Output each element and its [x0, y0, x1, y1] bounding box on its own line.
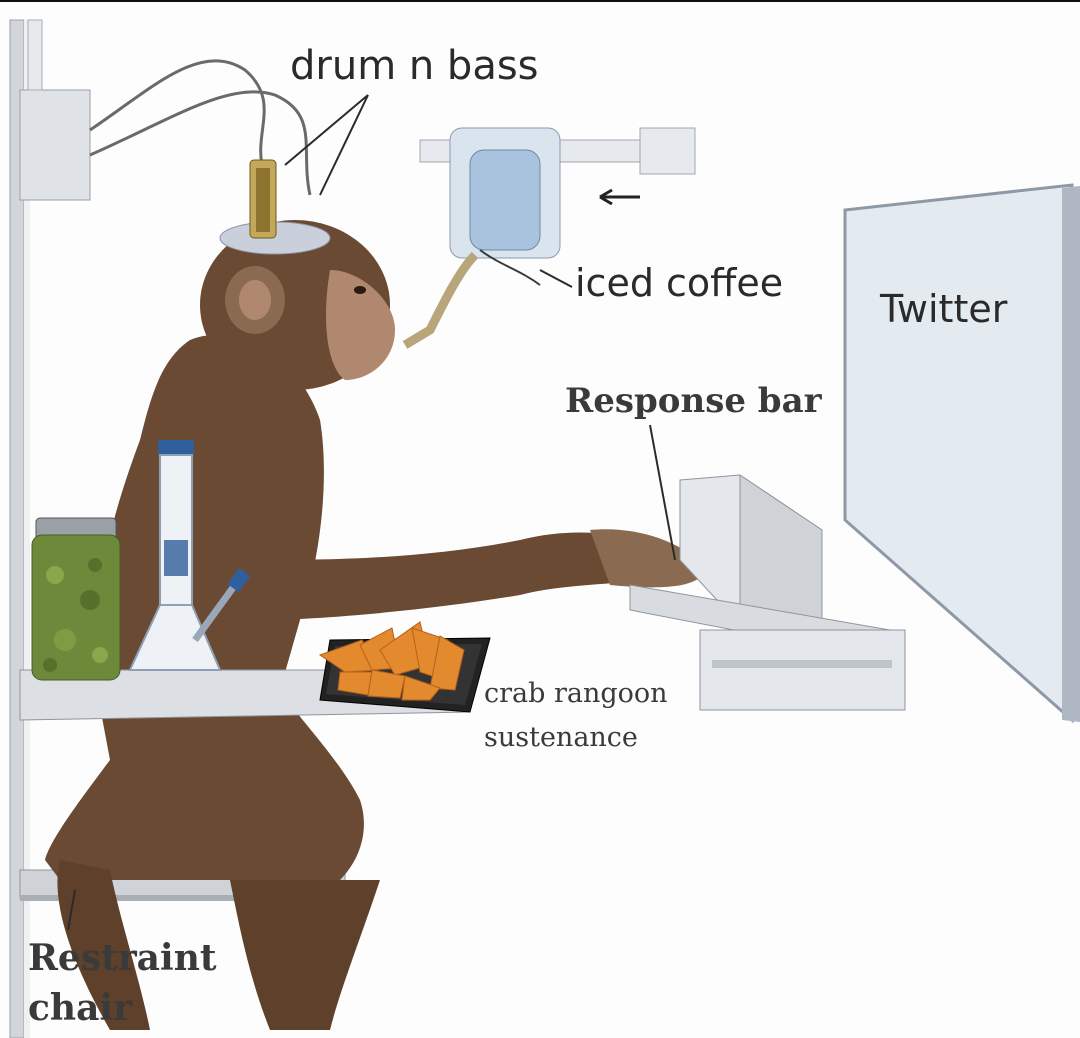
response-bar-label: Response bar [565, 381, 822, 421]
twitter-label: Twitter [880, 287, 1008, 331]
direction-arrow [599, 188, 640, 206]
twitter-screen [843, 183, 1080, 724]
monkey [45, 220, 705, 1030]
drum-n-bass-label: drum n bass [290, 43, 539, 89]
bong [128, 440, 251, 671]
restraint-label: Restraint [28, 937, 217, 979]
chair-label: chair [28, 987, 133, 1029]
response-bar-apparatus [629, 474, 906, 711]
crab-rangoon-tray [318, 621, 491, 713]
electrode-cables [89, 59, 312, 196]
weed-jar [31, 517, 121, 681]
top-border [0, 0, 1080, 2]
head-electrode [219, 159, 331, 255]
iced-coffee-label: iced coffee [575, 261, 784, 305]
crab-rangoon-label: crab rangoon [484, 678, 668, 709]
leader-lines [67, 94, 676, 931]
iced-coffee-apparatus [402, 127, 696, 349]
restraint-chair-frame [9, 19, 91, 1038]
sustenance-label: sustenance [484, 722, 638, 753]
